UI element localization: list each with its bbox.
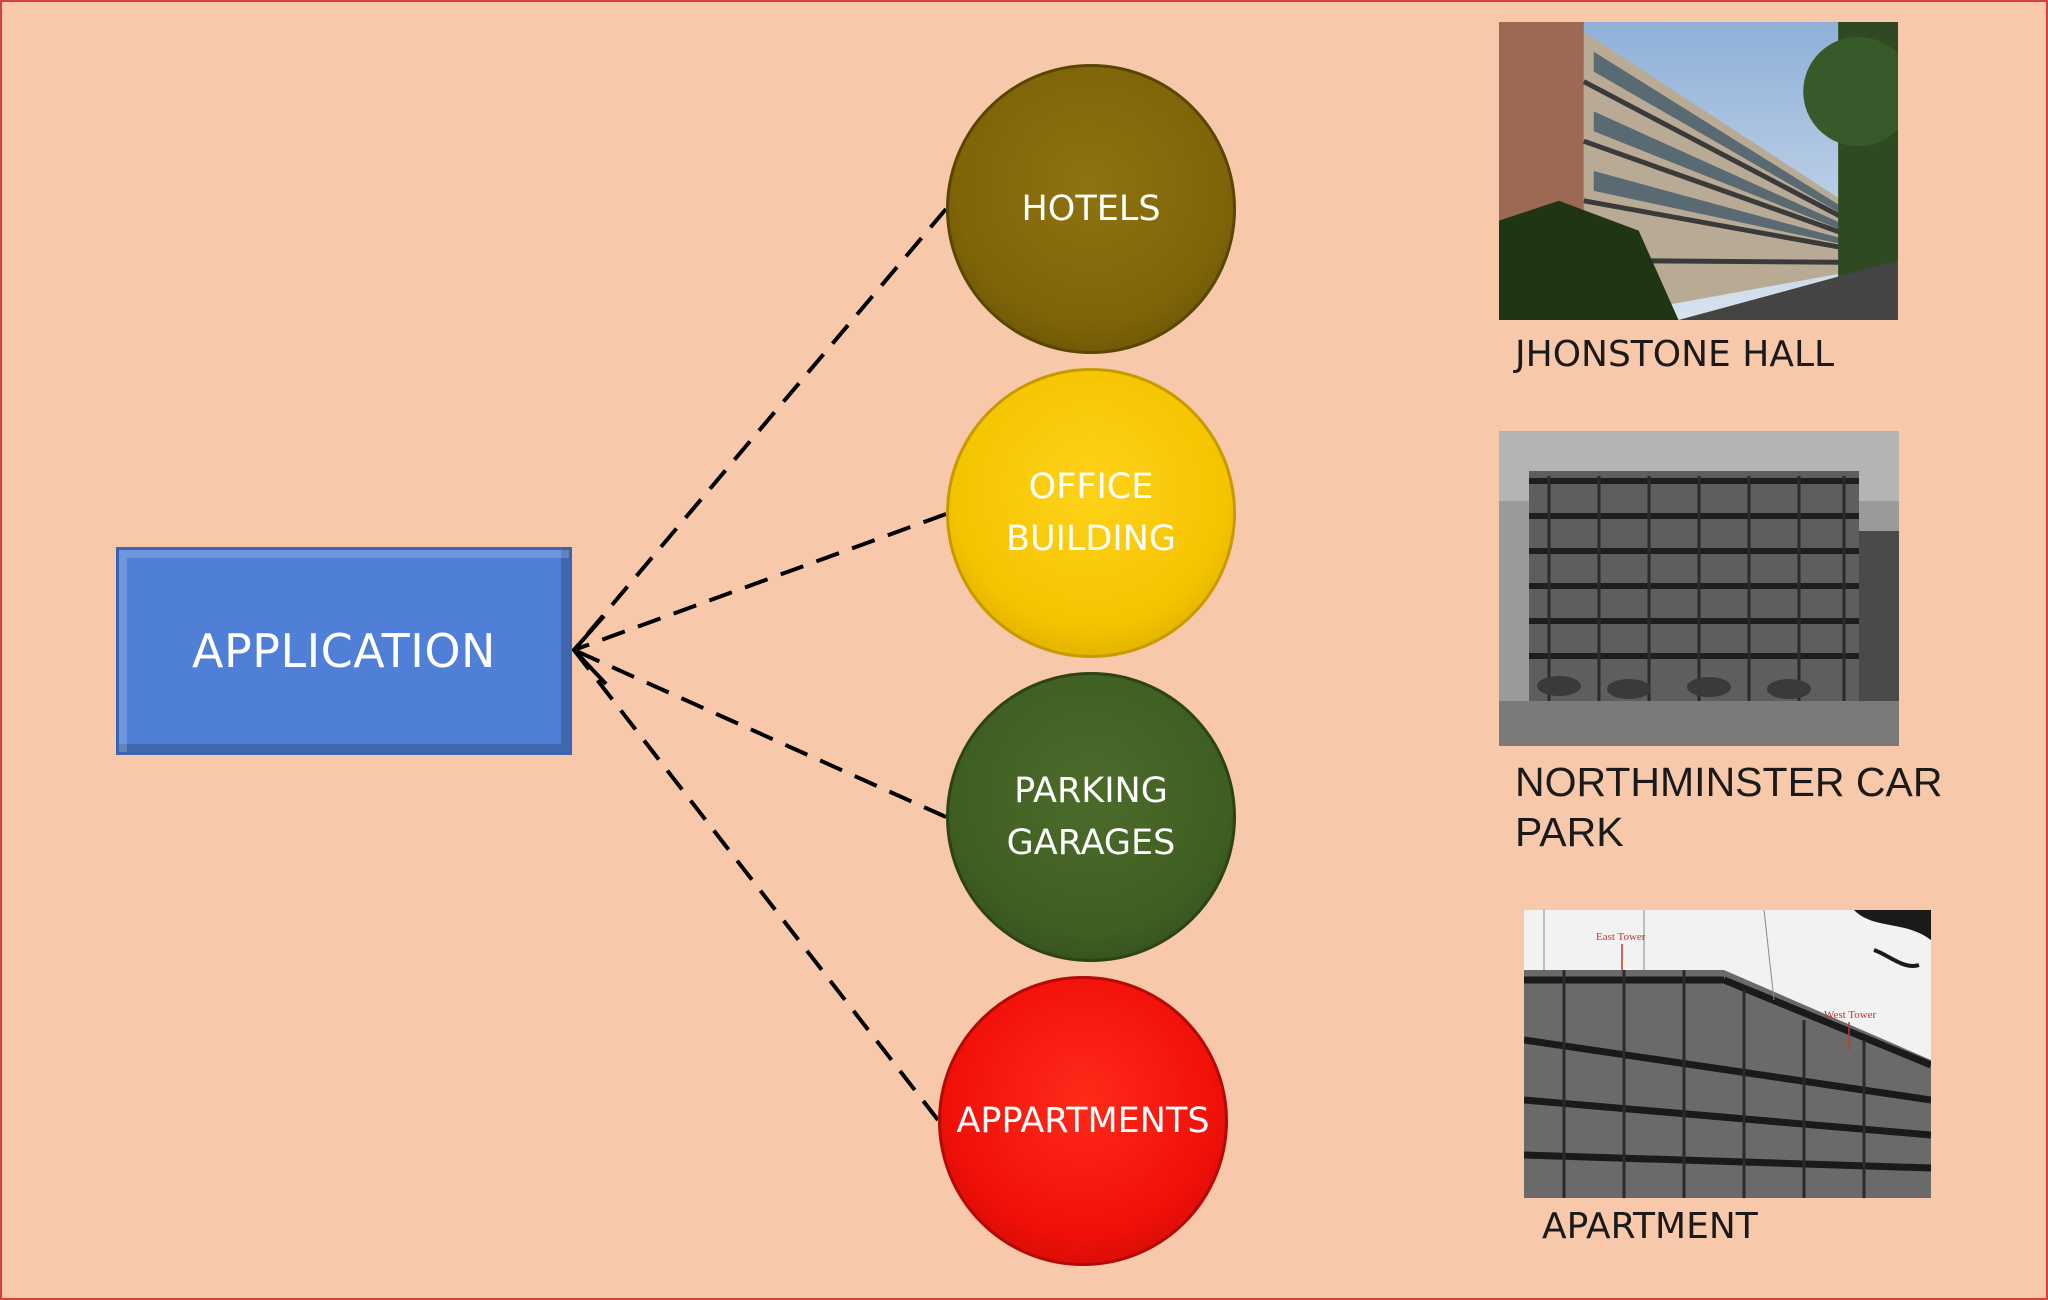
- application-box: APPLICATION: [116, 547, 572, 755]
- west-tower-label: West Tower: [1824, 1009, 1877, 1021]
- johnstone-hall-caption: JHONSTONE HALL: [1515, 334, 1835, 375]
- connector-office: [573, 512, 947, 652]
- apartment-caption: APARTMENT: [1542, 1206, 1758, 1247]
- parking-garages-label: PARKING GARAGES: [1006, 771, 1176, 863]
- parking-garages-circle: PARKING GARAGES: [946, 672, 1236, 962]
- office-building-circle: OFFICE BUILDING: [946, 368, 1236, 658]
- connector-apartments: [572, 648, 940, 1122]
- application-label: APPLICATION: [192, 624, 496, 678]
- northminster-car-park-photo: [1499, 431, 1899, 746]
- east-tower-label: East Tower: [1596, 931, 1646, 943]
- hotels-circle: HOTELS: [946, 64, 1236, 354]
- arrowhead: [571, 614, 608, 686]
- johnstone-hall-photo: [1499, 22, 1898, 320]
- northminster-car-park-caption: NORTHMINSTER CAR PARK: [1515, 759, 1943, 855]
- apartment-photo: East Tower West Tower: [1524, 910, 1931, 1198]
- apartments-label: APPARTMENTS: [956, 1101, 1210, 1141]
- connector-parking: [573, 648, 947, 819]
- office-building-label: OFFICE BUILDING: [1005, 467, 1177, 559]
- connector-hotels: [572, 207, 948, 652]
- apartments-circle: APPARTMENTS: [938, 976, 1228, 1266]
- hotels-label: HOTELS: [1021, 189, 1161, 229]
